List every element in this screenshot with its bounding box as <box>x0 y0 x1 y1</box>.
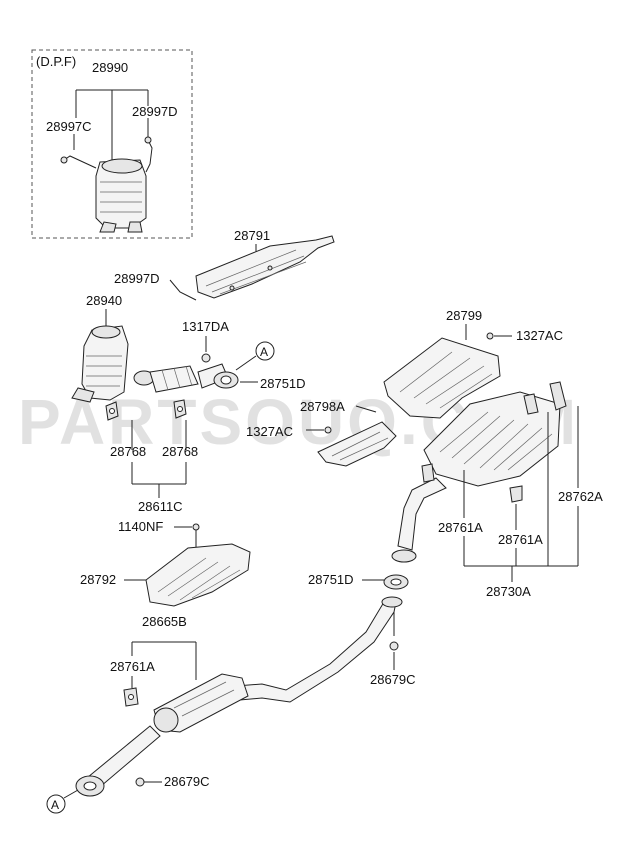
bolt-center-part[interactable] <box>192 523 200 531</box>
leader-connector-a-top <box>235 355 257 371</box>
connector-a-bottom-circle <box>46 794 66 814</box>
heat-protector-front-part[interactable] <box>195 235 335 299</box>
gasket-rear-part[interactable] <box>383 574 409 590</box>
muffler-hanger-right-part[interactable] <box>509 485 523 503</box>
heat-protector-rear-part[interactable] <box>383 337 501 419</box>
center-hanger-part[interactable] <box>123 687 139 707</box>
label-dpf-sensor-right[interactable]: 28997D <box>132 104 178 119</box>
rear-muffler-part[interactable] <box>423 381 567 487</box>
label-rear-muffler-group[interactable]: 28762A <box>558 489 603 504</box>
leader-rear-muffler-group <box>463 406 579 582</box>
hanger-left-part[interactable] <box>105 401 119 421</box>
label-hanger-left[interactable]: 28768 <box>110 444 146 459</box>
label-hanger-right[interactable]: 28768 <box>162 444 198 459</box>
heat-protector-center-part[interactable] <box>145 543 251 607</box>
label-rear-muffler[interactable]: 28730A <box>486 584 531 599</box>
connector-a-bottom[interactable]: A <box>51 798 59 812</box>
dpf-box-title: (D.P.F) <box>36 54 76 69</box>
label-nut-rear-lower[interactable]: 1327AC <box>246 424 293 439</box>
connector-a-top[interactable]: A <box>260 345 268 359</box>
label-front-pipe-group[interactable]: 28611C <box>138 499 183 514</box>
label-catalytic-converter[interactable]: 28940 <box>86 293 122 308</box>
connector-a-top-circle <box>255 341 275 361</box>
label-heat-protector-rear[interactable]: 28799 <box>446 308 482 323</box>
label-dpf-sensor-left[interactable]: 28997C <box>46 119 92 134</box>
hanger-right-part[interactable] <box>173 399 187 419</box>
leader-front-pipe-group <box>131 420 187 498</box>
dpf-leaders <box>73 89 149 162</box>
nut-rear-part[interactable] <box>389 641 399 651</box>
label-nut-center[interactable]: 28679C <box>164 774 210 789</box>
label-nut-front[interactable]: 1317DA <box>182 319 229 334</box>
label-nut-rear[interactable]: 28679C <box>370 672 416 687</box>
label-muffler-hanger-left[interactable]: 28761A <box>438 520 483 535</box>
label-dpf-assembly[interactable]: 28990 <box>92 60 128 75</box>
label-bracket-rear[interactable]: 28798A <box>300 399 345 414</box>
label-heat-protector-front[interactable]: 28791 <box>234 228 270 243</box>
label-heat-protector-center[interactable]: 28792 <box>80 572 116 587</box>
muffler-hanger-left-part[interactable] <box>421 463 435 483</box>
leader-center-muffler <box>131 641 197 680</box>
nut-rear-upper-part[interactable] <box>486 332 494 340</box>
label-center-muffler[interactable]: 28665B <box>142 614 187 629</box>
dpf-box <box>31 49 193 239</box>
label-nut-rear-upper[interactable]: 1327AC <box>516 328 563 343</box>
leader-bolt-center <box>174 526 197 548</box>
sensor-front-part[interactable] <box>169 279 197 301</box>
nut-front-part[interactable] <box>201 353 211 363</box>
leader-bracket-rear <box>355 405 377 413</box>
label-muffler-hanger-right[interactable]: 28761A <box>498 532 543 547</box>
center-muffler-part[interactable] <box>153 673 249 733</box>
label-bolt-center[interactable]: 1140NF <box>118 519 163 534</box>
dpf-assembly-part[interactable] <box>60 136 153 233</box>
gasket-front-pipe-part[interactable] <box>213 371 239 389</box>
nut-center-part[interactable] <box>135 777 145 787</box>
rear-tailpipe-part[interactable] <box>391 477 447 563</box>
label-gasket-rear[interactable]: 28751D <box>308 572 354 587</box>
bracket-rear-part[interactable] <box>317 421 397 467</box>
leader-connector-a-bottom <box>63 789 79 799</box>
center-pipe-part[interactable] <box>81 596 403 793</box>
label-gasket-front-pipe[interactable]: 28751D <box>260 376 306 391</box>
nut-rear-lower-part[interactable] <box>324 426 332 434</box>
label-sensor-front[interactable]: 28997D <box>114 271 160 286</box>
label-center-hanger[interactable]: 28761A <box>110 659 155 674</box>
catalytic-converter-part[interactable] <box>71 325 129 403</box>
flange-front-part[interactable] <box>75 775 105 797</box>
